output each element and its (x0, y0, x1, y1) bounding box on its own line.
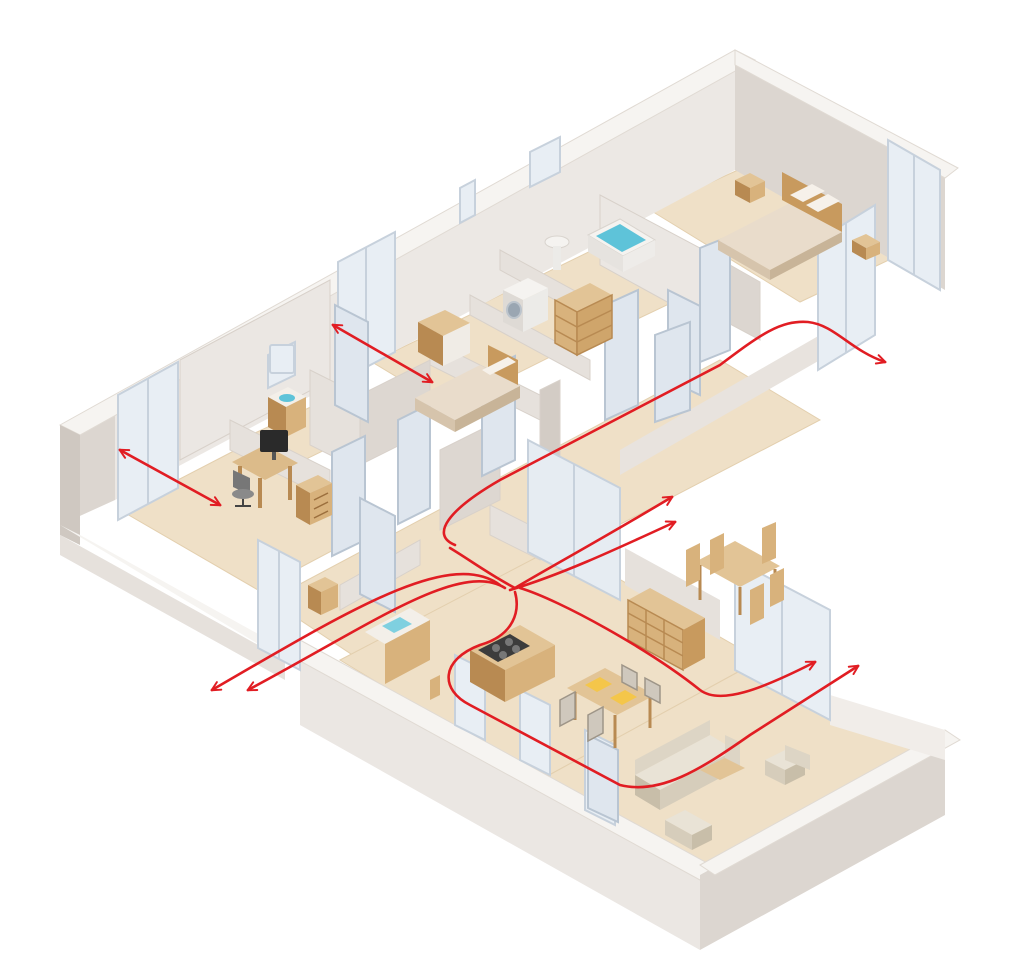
armchair-icon (765, 745, 810, 785)
door-office-2 (359, 496, 396, 614)
double-bed-icon (718, 172, 842, 280)
arrow-exit-left-2 (246, 580, 507, 692)
door-laundry (604, 288, 639, 422)
cooktop-island-icon (470, 625, 555, 702)
arrow-office (118, 448, 222, 507)
sink-vanity-icon (268, 387, 306, 437)
door-bedroom1 (397, 402, 431, 526)
kitchen-counter-icon (365, 608, 440, 700)
furniture (232, 172, 880, 850)
escape-route-arrows (118, 320, 887, 789)
window-high-2 (529, 135, 561, 189)
door-bath1 (334, 303, 369, 424)
arrow-exit-left-1 (210, 572, 502, 692)
dining-set-2-icon (686, 522, 784, 625)
arrow-living-right-1 (518, 586, 817, 698)
bathtub-icon (586, 218, 657, 272)
wardrobe-icon (852, 234, 880, 260)
office-chair-icon (232, 470, 254, 507)
window-kitchen-front-2 (519, 688, 551, 777)
coffee-table-icon (700, 758, 745, 780)
washing-machine-icon (503, 278, 548, 332)
arrow-hall-right-1 (448, 495, 674, 590)
door-bath2-b (654, 320, 691, 424)
single-bed-icon (415, 345, 520, 432)
shelving-icon (554, 283, 613, 357)
arrow-bedroom-1 (331, 323, 434, 384)
nightstand-icon (735, 173, 765, 203)
armchair-2-icon (665, 810, 712, 850)
window-entry (257, 538, 301, 672)
entry-cabinet-icon (308, 577, 338, 615)
window-bedroom2-right (887, 138, 941, 292)
mirror-icon (269, 344, 295, 374)
monitor-icon (260, 430, 288, 460)
dining-chair-icon (559, 663, 661, 743)
door-bedroom2 (699, 234, 731, 364)
drawer-cabinet-icon (296, 475, 332, 525)
arrow-hall-right-2 (508, 520, 677, 592)
window-high-1 (459, 178, 476, 225)
pedestal-sink-icon (544, 235, 570, 270)
door-front (587, 733, 619, 824)
bookshelf-icon (627, 588, 705, 672)
arrow-hall-up-1 (442, 320, 887, 547)
window-hall-glass (527, 438, 621, 602)
arrow-kitchen-loop (447, 590, 860, 789)
